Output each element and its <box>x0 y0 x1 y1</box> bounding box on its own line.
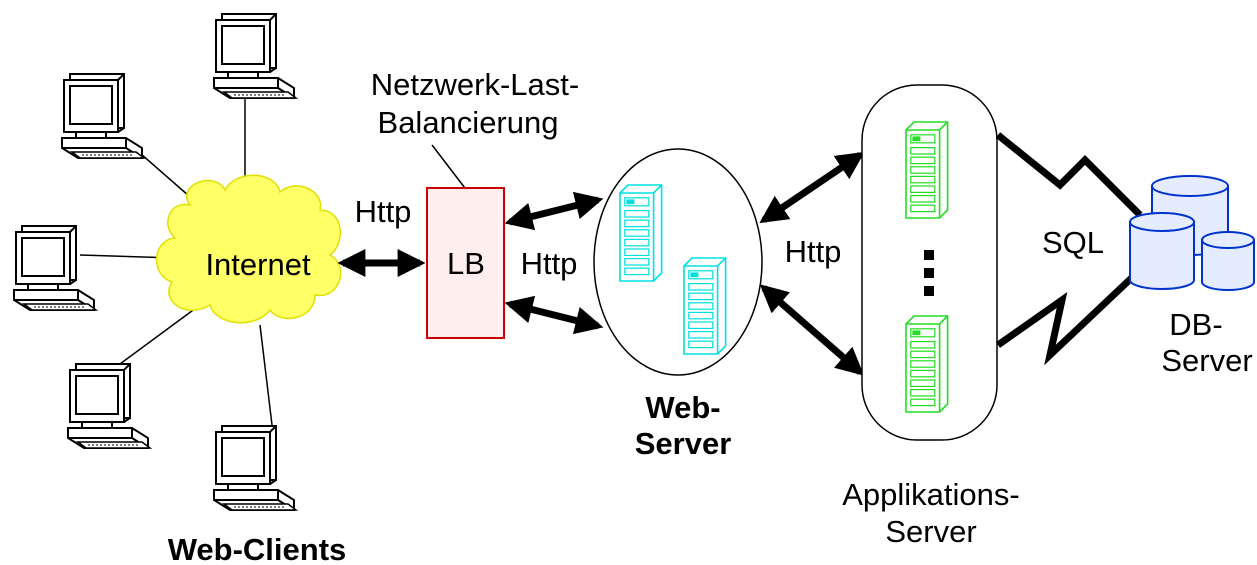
web-clients-label: Web-Clients <box>168 532 347 565</box>
client-computer-1-icon <box>213 13 297 99</box>
sql-connection-lower <box>995 267 1143 366</box>
web-server-2-icon <box>683 257 727 355</box>
app-server-group <box>861 84 998 441</box>
web-server-1-icon <box>619 184 663 282</box>
web-server-label-line2: Server <box>635 426 732 461</box>
http-web-app-label: Http <box>785 234 842 269</box>
arrow-web-app-upper <box>759 151 865 224</box>
app-server-1-icon <box>905 121 949 219</box>
client-computer-2-icon <box>61 73 145 159</box>
web-server-label-line1: Web- <box>645 390 720 425</box>
app-server-ellipsis <box>924 250 934 296</box>
client-computer-3-icon <box>13 225 97 311</box>
sql-label: SQL <box>1042 225 1104 260</box>
sql-connection-upper <box>995 132 1143 218</box>
internet-label: Internet <box>205 247 311 282</box>
lb-label: LB <box>447 246 485 281</box>
db-server-label-line2: Server <box>1161 343 1252 378</box>
app-server-label-line1: Applikations- <box>842 477 1019 512</box>
internet-cloud <box>155 174 342 324</box>
client-computer-4-icon <box>67 363 151 449</box>
netzwerk-label-line2: Balancierung <box>378 105 559 140</box>
http-client-lb-label: Http <box>355 194 412 229</box>
arrow-lb-web-upper <box>504 191 604 231</box>
arrow-lb-web-lower <box>504 295 604 335</box>
arrow-web-app-lower <box>759 284 865 376</box>
app-server-2-icon <box>905 315 949 413</box>
netzwerk-label-line1: Netzwerk-Last- <box>371 67 579 102</box>
load-balancer-box <box>426 187 505 339</box>
app-server-label-line2: Server <box>885 514 976 549</box>
netzwerk-pointer-line <box>431 144 469 193</box>
client-computer-5-icon <box>213 425 297 511</box>
database-icon <box>1129 175 1255 291</box>
http-lb-web-label: Http <box>521 246 578 281</box>
db-server-label-line1: DB- <box>1169 307 1222 342</box>
